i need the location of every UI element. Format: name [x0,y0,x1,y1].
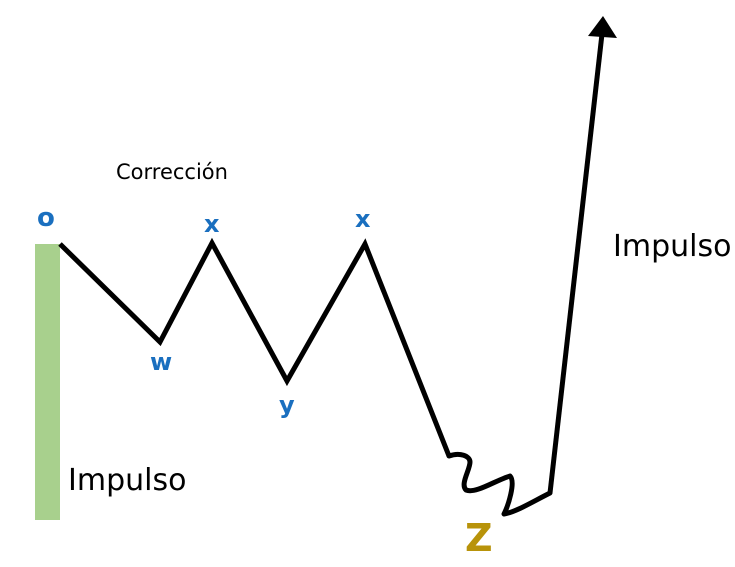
arrow-head-icon [588,16,617,38]
wave-label-z: Z [465,516,493,560]
impulse-label-right: Impulso [613,229,732,264]
wave-label-w: w [150,348,173,376]
wave-label-x-first: x [204,210,220,238]
correction-title: Corrección [116,160,228,184]
wave-label-o: o [37,203,55,233]
correction-path [58,237,452,457]
wave-label-x-second: x [355,205,371,233]
wave-label-y: y [279,391,295,419]
impulse-arrow-line [547,33,605,494]
impulse-label-left: Impulso [68,463,187,498]
impulse-bar [35,244,60,520]
z-squiggle [446,451,553,517]
